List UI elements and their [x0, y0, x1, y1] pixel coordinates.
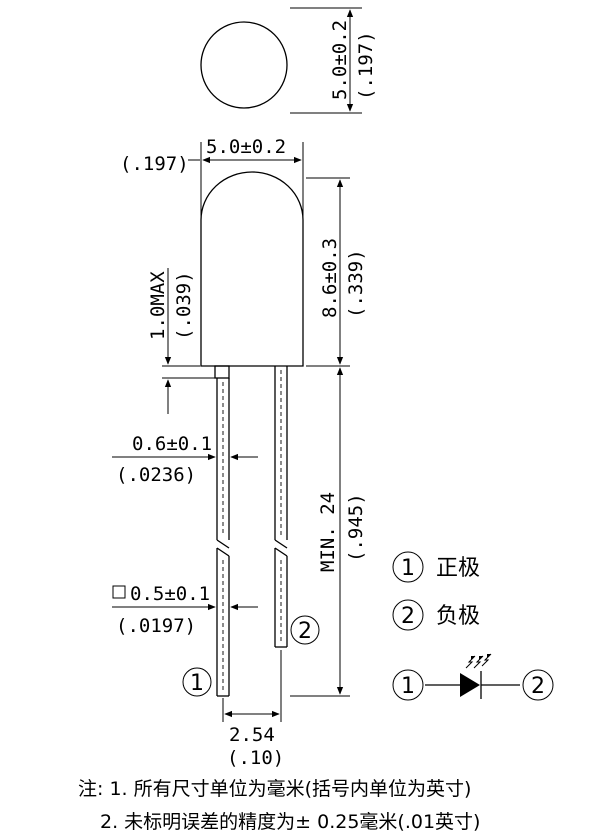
lead-cathode	[274, 366, 288, 648]
lead-width-inch-label: (.0236)	[116, 464, 196, 486]
led-symbol: 1 2	[392, 653, 554, 701]
lead-width-dim: 0.6±0.1 (.0236)	[112, 433, 258, 486]
lead-anode	[214, 365, 230, 697]
pitch-dim: 2.54 (.10)	[222, 650, 284, 769]
flange-dim: 1.0MAX (.039)	[147, 268, 215, 414]
led-symbol-left-number: 1	[401, 674, 415, 699]
legend-cathode: 2 负极	[392, 599, 480, 631]
lead-square-dim: 0.5±0.1 (.0197)	[112, 583, 258, 637]
lead-square-inch-label: (.0197)	[116, 615, 196, 637]
pin2-number: 2	[298, 619, 312, 644]
lead-length-inch-label: (.945)	[345, 493, 367, 562]
lead-width-label: 0.6±0.1	[132, 433, 212, 455]
legend-anode-number: 1	[401, 556, 415, 581]
top-diameter-inch-label: (.197)	[355, 31, 377, 100]
led-body	[200, 171, 304, 367]
led-dome	[200, 171, 304, 367]
legend-anode: 1 正极	[392, 551, 480, 583]
note-line-2: 2. 未标明误差的精度为± 0.25毫米(.01英寸)	[100, 811, 480, 833]
diode-triangle-icon	[460, 673, 480, 697]
lead-length-dim: MIN. 24 (.945)	[290, 367, 367, 697]
pin1-marker: 1	[182, 667, 212, 697]
pitch-inch-label: (.10)	[227, 747, 284, 769]
top-view-circle	[200, 21, 288, 109]
pitch-label: 2.54	[229, 724, 275, 746]
body-width-label: 5.0±0.2	[206, 136, 286, 158]
lead-square-label: 0.5±0.1	[130, 583, 210, 605]
pin1-number: 1	[190, 671, 204, 696]
body-height-dim: 8.6±0.3 (.339)	[306, 177, 367, 367]
flange-label: 1.0MAX	[147, 271, 169, 340]
top-view: 5.0±0.2 (.197)	[200, 7, 377, 114]
flange-step	[214, 365, 230, 379]
legend-anode-label: 正极	[436, 556, 480, 581]
body-width-dim: 5.0±0.2 (.197)	[120, 136, 304, 218]
square-symbol	[112, 585, 126, 599]
note-line-1: 注: 1. 所有尺寸单位为毫米(括号内单位为英寸)	[78, 778, 471, 800]
led-symbol-right-number: 2	[531, 674, 545, 699]
body-height-label: 8.6±0.3	[319, 238, 341, 318]
legend-cathode-number: 2	[401, 604, 415, 629]
top-diameter-label: 5.0±0.2	[329, 20, 351, 100]
lead-length-label: MIN. 24	[317, 492, 339, 572]
body-height-inch-label: (.339)	[345, 249, 367, 318]
pin2-marker: 2	[290, 615, 320, 645]
legend-cathode-label: 负极	[436, 604, 480, 629]
flange-inch-label: (.039)	[173, 271, 195, 340]
body-width-inch-label: (.197)	[120, 153, 189, 175]
